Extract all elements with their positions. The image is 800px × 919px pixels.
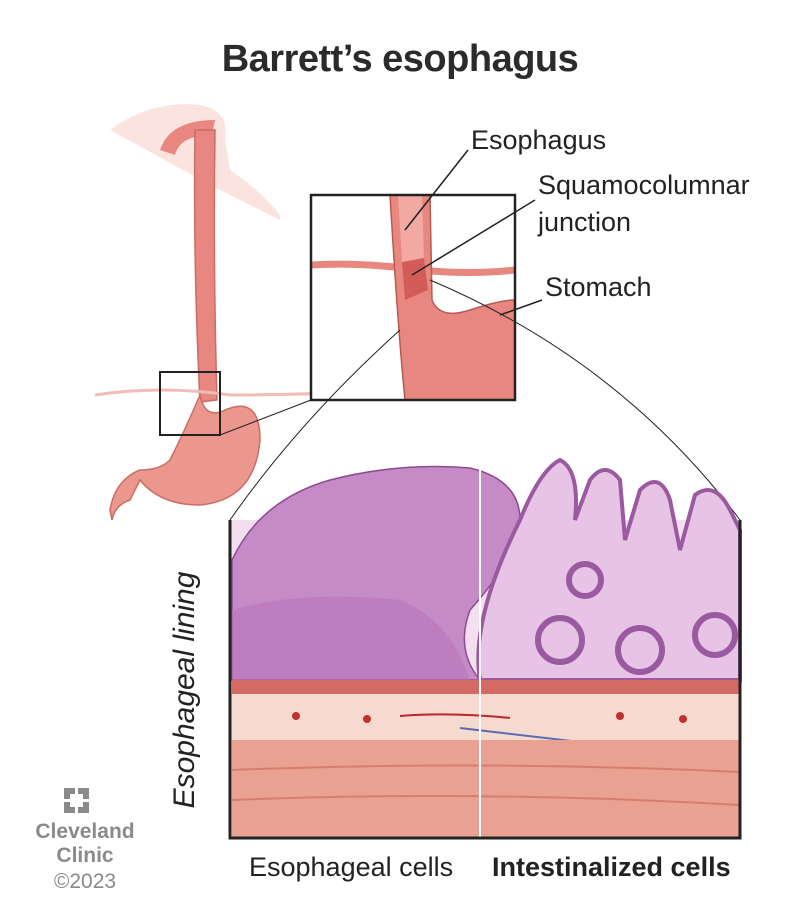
label-stomach: Stomach <box>545 272 652 302</box>
cleveland-clinic-logo: Cleveland Clinic ©2023 <box>30 820 140 896</box>
logo-copyright: ©2023 <box>53 870 117 893</box>
junction-inset <box>229 149 741 521</box>
logo-name-line2: Clinic <box>56 844 114 867</box>
tissue-cross-section <box>228 457 742 840</box>
label-junction-line1: Squamocolumnar <box>538 170 750 200</box>
label-junction-line2: junction <box>538 207 632 237</box>
zoom-region-box <box>159 371 221 436</box>
label-intestinalized-cells: Intestinalized cells <box>492 852 731 882</box>
logo-name-line1: Cleveland <box>35 820 135 843</box>
anatomy-overview <box>94 104 441 521</box>
label-esophageal-lining: Esophageal lining <box>168 571 201 809</box>
label-esophageal-cells: Esophageal cells <box>249 852 454 882</box>
cleveland-clinic-logo-icon <box>64 788 89 813</box>
label-esophagus: Esophagus <box>471 125 607 155</box>
page-title: Barrett’s esophagus <box>221 38 579 80</box>
